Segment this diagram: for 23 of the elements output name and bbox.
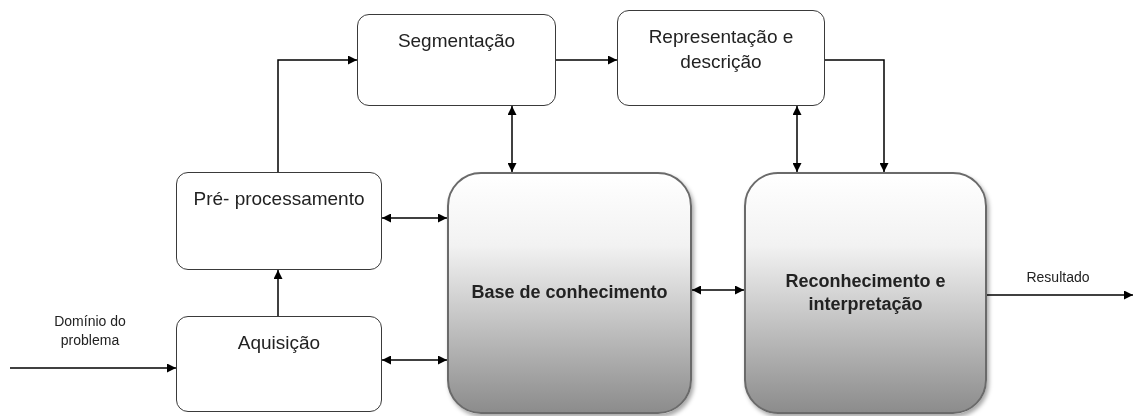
node-label: Base de conhecimento [470,281,669,305]
node-label: Pré- processamento [192,187,366,211]
knowledge-box [744,172,987,414]
arrow [9,363,177,373]
arrow [507,105,517,173]
node-label: Representação e descrição [647,25,795,74]
arrow [691,285,745,295]
arrow [824,59,889,173]
process-box [617,10,825,106]
process-box [357,14,556,106]
arrow [381,213,448,223]
process-box [176,316,382,412]
process-box [176,172,382,270]
node-label: Segmentação [396,29,517,53]
knowledge-box [447,172,692,414]
arrow [273,269,283,317]
arrow [792,105,802,173]
arrow [555,55,618,65]
arrow [277,55,358,173]
node-label: Aquisição [236,331,322,355]
node-label: Reconhecimento e interpretação [784,269,947,316]
arrow [381,355,448,365]
arrow [986,290,1134,300]
